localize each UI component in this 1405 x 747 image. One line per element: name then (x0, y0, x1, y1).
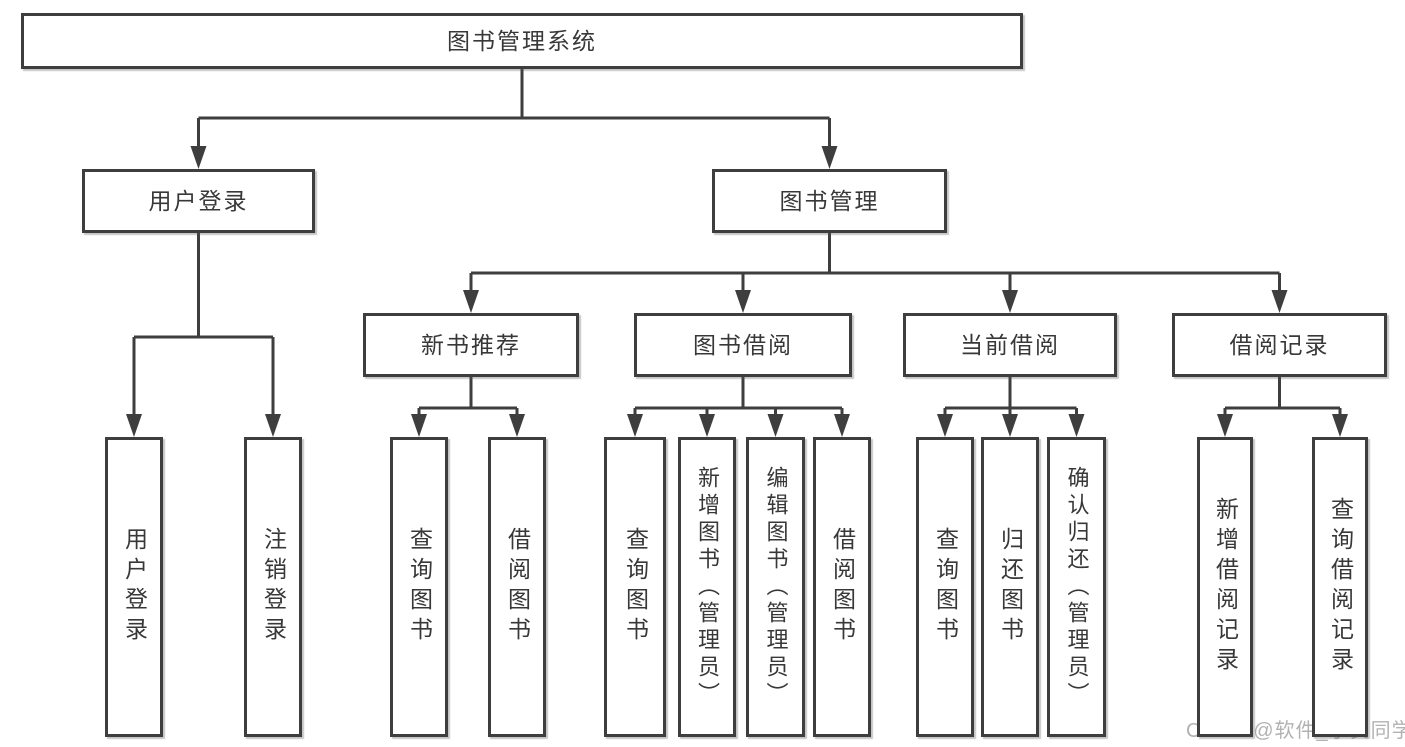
node-new-book-rec: 新书推荐 (363, 313, 579, 377)
node-label-leaf-query-record: 查询借阅记录 (1327, 497, 1354, 677)
node-borrow-records: 借阅记录 (1172, 313, 1387, 377)
node-label-leaf-borrow-book-1: 借阅图书 (504, 527, 531, 647)
node-label-new-book-rec: 新书推荐 (421, 331, 521, 358)
node-label-leaf-confirm-return: 确认归还（管理员） (1064, 465, 1090, 709)
node-leaf-query-book-2: 查询图书 (604, 437, 666, 737)
node-label-leaf-edit-book: 编辑图书（管理员） (763, 465, 789, 709)
node-label-leaf-add-record: 新增借阅记录 (1212, 497, 1239, 677)
node-leaf-query-book-1: 查询图书 (390, 437, 448, 737)
node-leaf-borrow-book-2: 借阅图书 (813, 437, 871, 737)
node-label-book-mgmt: 图书管理 (779, 187, 880, 214)
node-label-leaf-query-book-3: 查询图书 (932, 527, 959, 647)
node-leaf-user-login: 用户登录 (105, 437, 163, 737)
node-root: 图书管理系统 (21, 13, 1023, 69)
node-leaf-add-book: 新增图书（管理员） (678, 437, 736, 737)
node-leaf-confirm-return: 确认归还（管理员） (1047, 437, 1106, 737)
node-label-book-borrow: 图书借阅 (693, 331, 793, 358)
node-current-borrow: 当前借阅 (903, 313, 1117, 377)
node-leaf-return-book: 归还图书 (981, 437, 1039, 737)
node-leaf-query-book-3: 查询图书 (916, 437, 974, 737)
node-label-leaf-user-login: 用户登录 (121, 527, 148, 647)
node-label-root: 图书管理系统 (447, 27, 597, 54)
node-user-login: 用户登录 (82, 169, 315, 233)
node-leaf-add-record: 新增借阅记录 (1197, 437, 1253, 737)
node-label-leaf-logout: 注销登录 (260, 527, 287, 647)
node-label-leaf-return-book: 归还图书 (997, 527, 1024, 647)
node-label-leaf-query-book-1: 查询图书 (406, 527, 433, 647)
node-book-borrow: 图书借阅 (634, 313, 852, 377)
node-leaf-edit-book: 编辑图书（管理员） (746, 437, 805, 737)
node-leaf-logout: 注销登录 (244, 437, 302, 737)
node-label-leaf-borrow-book-2: 借阅图书 (829, 527, 856, 647)
node-leaf-query-record: 查询借阅记录 (1312, 437, 1368, 737)
node-leaf-borrow-book-1: 借阅图书 (488, 437, 546, 737)
node-label-leaf-query-book-2: 查询图书 (622, 527, 649, 647)
node-book-mgmt: 图书管理 (712, 169, 947, 233)
node-label-user-login: 用户登录 (148, 187, 249, 214)
node-label-current-borrow: 当前借阅 (960, 331, 1060, 358)
node-label-borrow-records: 借阅记录 (1229, 331, 1330, 358)
node-label-leaf-add-book: 新增图书（管理员） (695, 465, 720, 709)
